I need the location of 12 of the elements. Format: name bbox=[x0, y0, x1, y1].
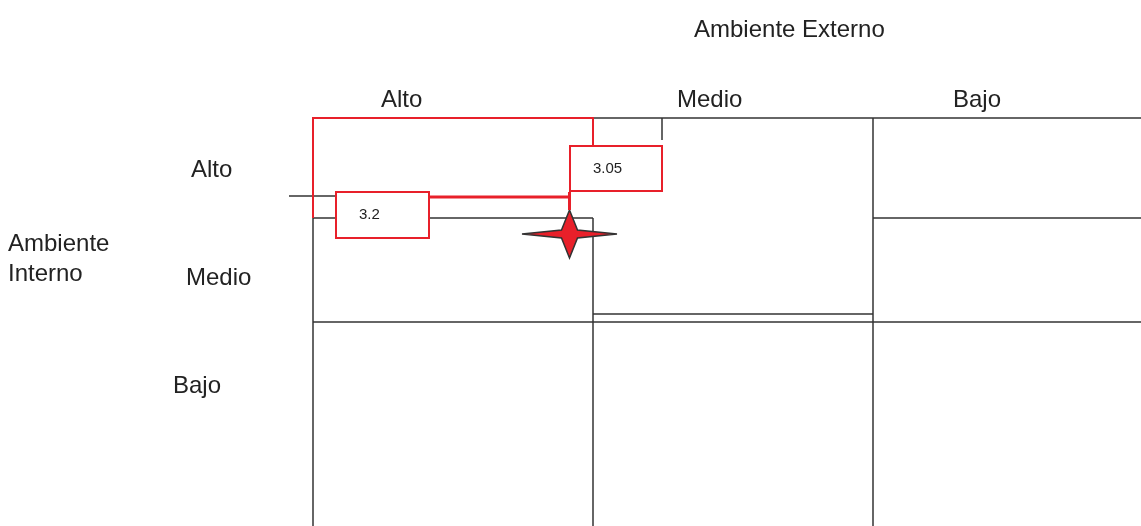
column-header: Bajo bbox=[953, 84, 1002, 114]
axis-title: Ambiente Interno bbox=[8, 228, 111, 288]
value-box: 3.2 bbox=[335, 191, 430, 239]
row-header: Bajo bbox=[173, 370, 222, 400]
connector-line bbox=[568, 192, 571, 210]
row-header: Alto bbox=[191, 154, 233, 184]
axis-title: Ambiente Externo bbox=[694, 14, 885, 44]
star-marker bbox=[521, 208, 618, 260]
row-header: Medio bbox=[186, 262, 252, 292]
column-header: Medio bbox=[677, 84, 743, 114]
column-header: Alto bbox=[381, 84, 423, 114]
value-box: 3.05 bbox=[569, 145, 663, 192]
